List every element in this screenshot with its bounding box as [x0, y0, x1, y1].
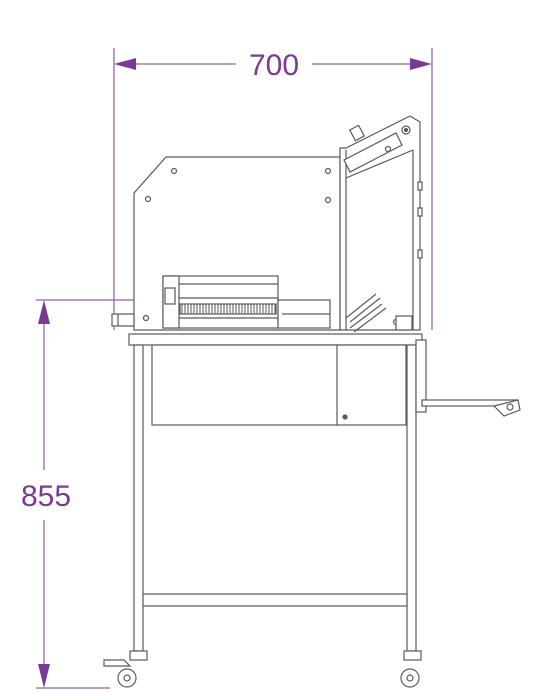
housing-bolt	[170, 167, 178, 175]
width-arrow-right	[410, 58, 432, 70]
output-slat	[353, 307, 387, 333]
output-slat	[345, 293, 377, 319]
feed-roller-dot	[403, 127, 409, 133]
feed-chute	[343, 132, 403, 173]
side-connector	[417, 249, 423, 259]
column-housing	[339, 115, 421, 331]
housing-bolt	[324, 167, 332, 175]
caster-left	[103, 650, 148, 688]
feed-chute-block	[348, 124, 366, 142]
under-panel	[151, 344, 339, 426]
output-slat	[349, 297, 381, 323]
housing-bolt	[142, 314, 150, 322]
machine	[103, 115, 521, 688]
width-arrow-left	[114, 58, 136, 70]
electrical-cabinet	[336, 344, 407, 426]
cabinet-lock	[342, 414, 348, 420]
housing-bolt	[384, 145, 392, 153]
dimension-annotations	[36, 48, 433, 689]
blade-comb	[179, 303, 277, 315]
output-slat	[349, 303, 383, 329]
output-bracket	[395, 315, 413, 331]
blade-assembly	[162, 275, 279, 329]
height-dimension-label: 855	[21, 480, 71, 513]
width-dimension-label: 700	[249, 49, 299, 82]
height-arrow-bottom	[38, 664, 50, 688]
side-connector	[417, 181, 423, 191]
leg-left	[133, 344, 144, 652]
height-arrow-top	[38, 300, 50, 324]
side-bracket	[415, 339, 427, 413]
side-connector	[417, 207, 423, 217]
blade-clamp	[164, 287, 176, 305]
outfeed-wheel-hub	[506, 403, 514, 411]
housing-bolt	[324, 196, 332, 204]
leg-right	[406, 344, 417, 652]
table-top	[128, 333, 423, 346]
caster-right	[400, 650, 422, 688]
column-panel-line	[345, 149, 414, 179]
housing-bolt	[144, 195, 152, 203]
bottom-rail	[142, 593, 408, 607]
infeed-stub	[111, 313, 135, 327]
